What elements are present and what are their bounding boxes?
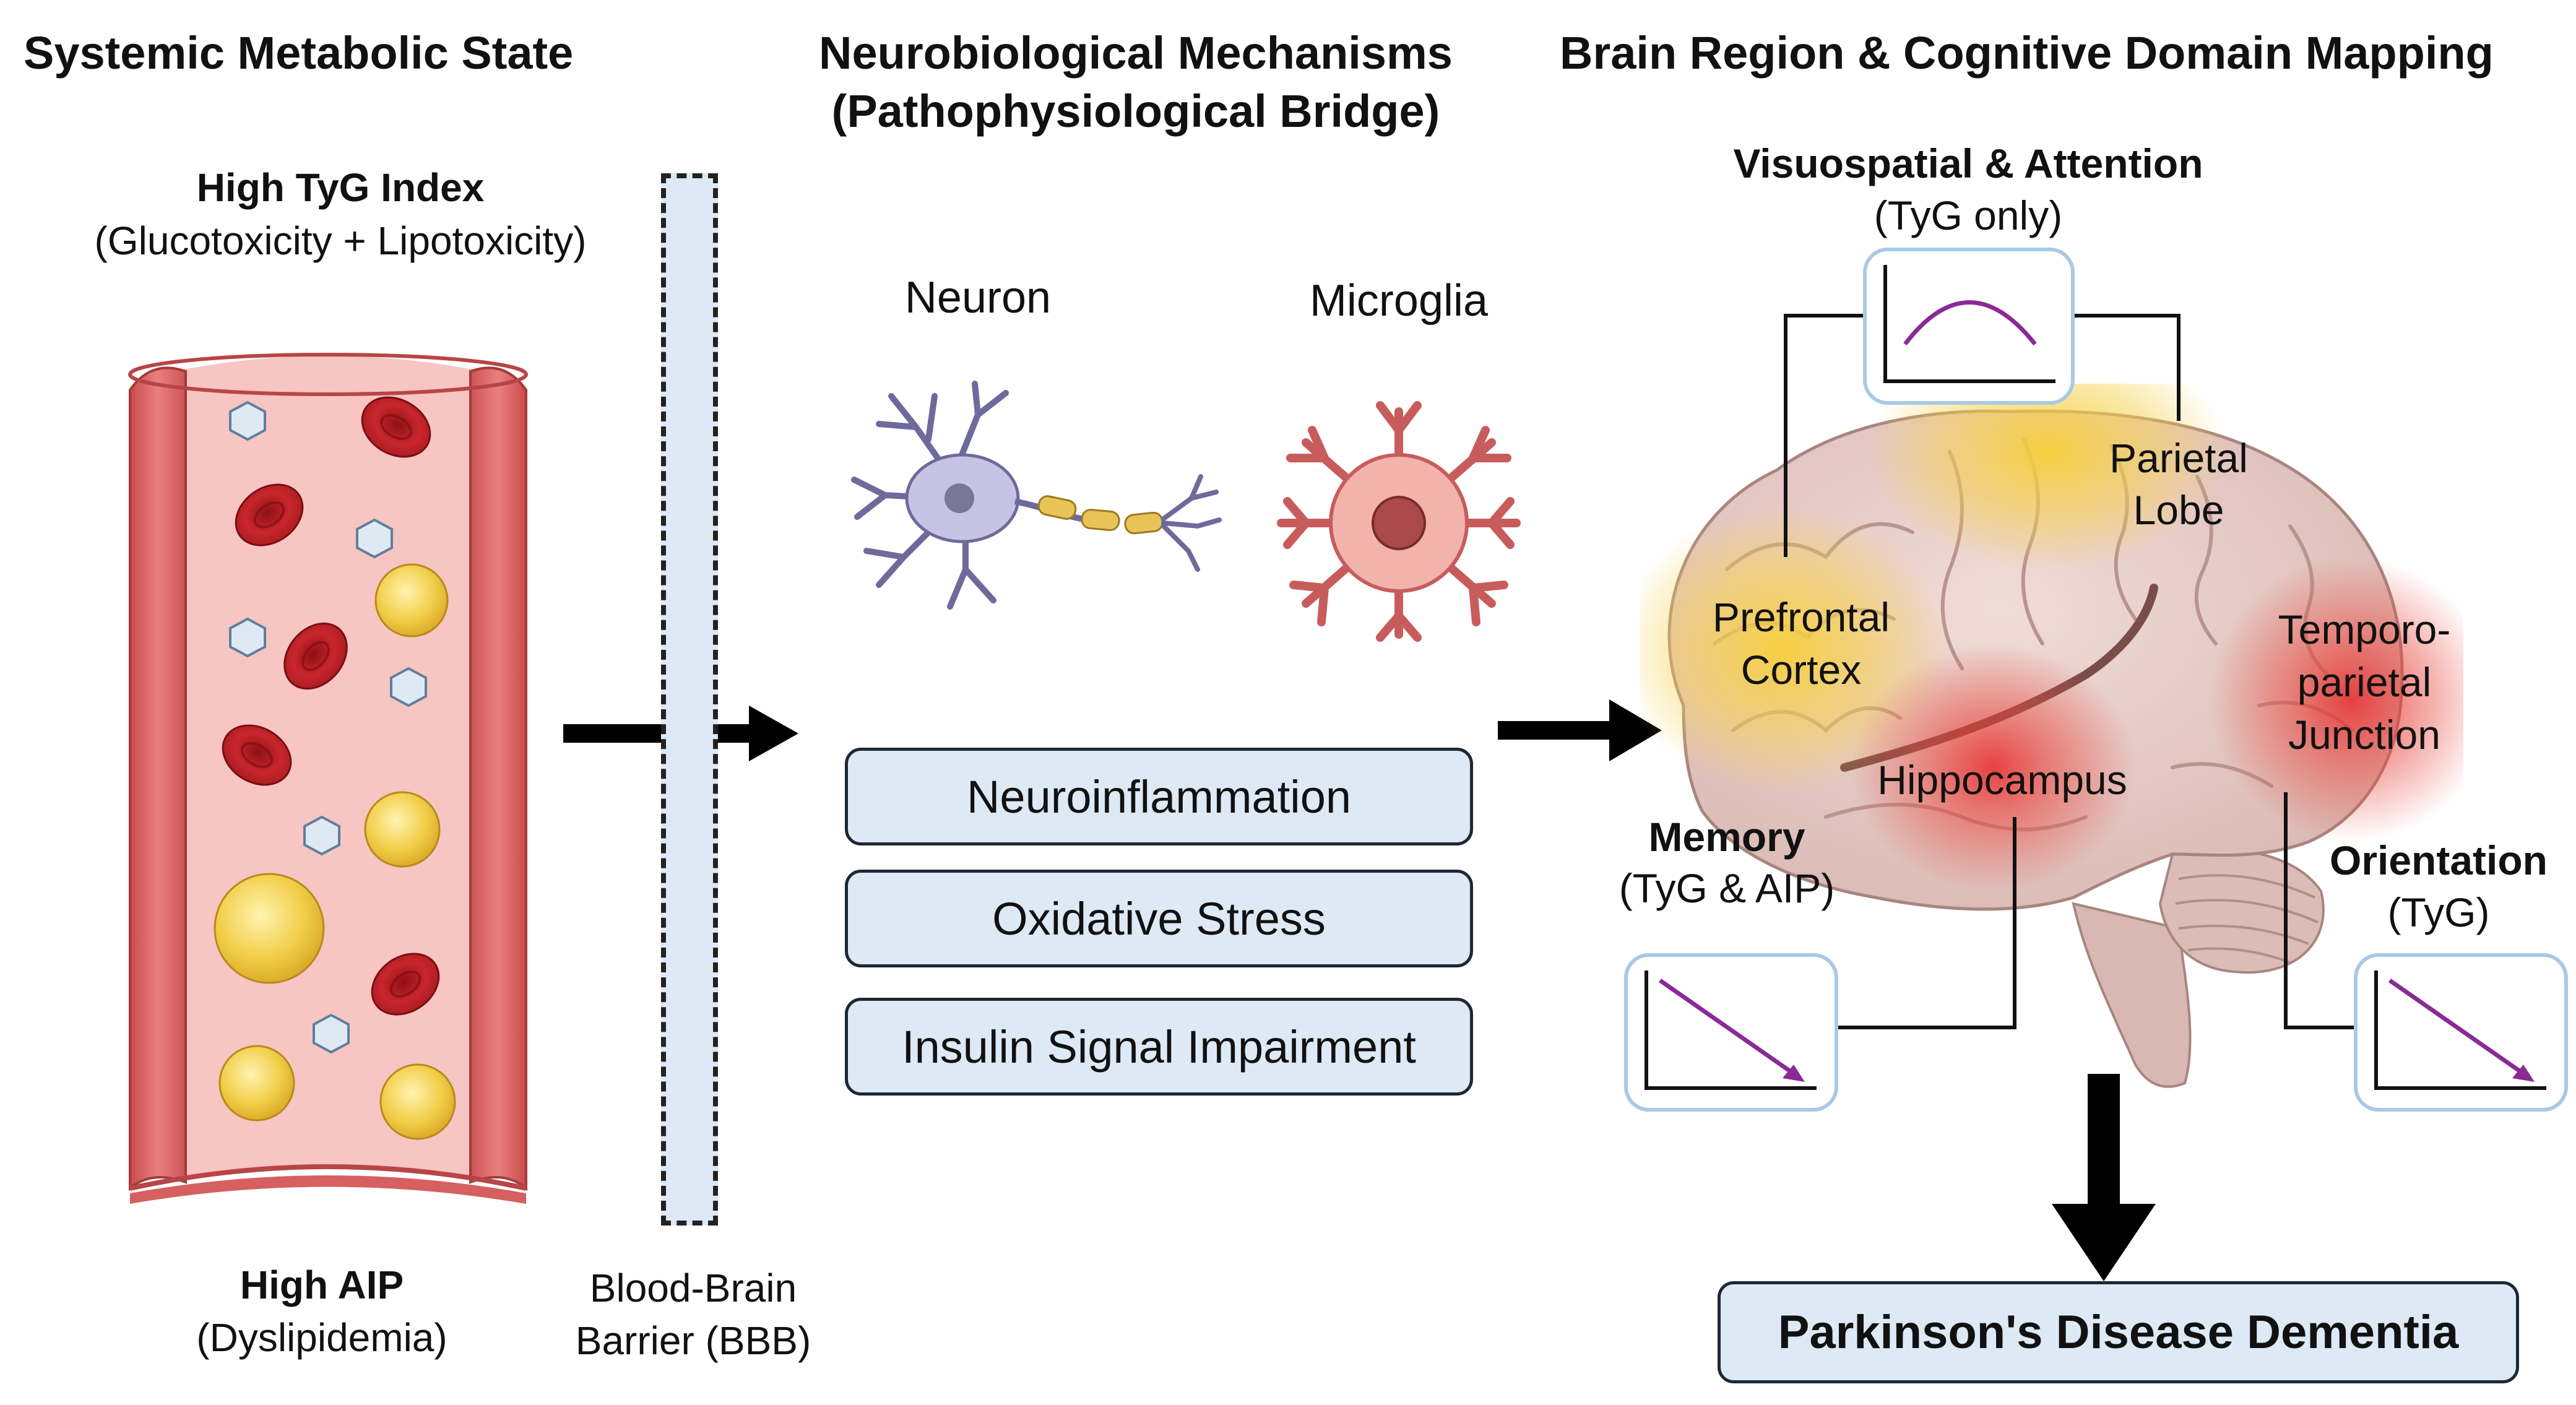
decreasing-line [1658, 979, 1797, 1076]
aip-title: High AIP [240, 1263, 404, 1307]
microglia-illustration [1277, 401, 1521, 642]
mechanism-oxidative-stress: Oxidative Stress [845, 870, 1473, 967]
orientation-trend-plot [2354, 953, 2568, 1112]
region-parietal-line2: Lobe [2133, 487, 2224, 533]
neuron-label: Neuron [904, 273, 1052, 322]
microglia-label: Microglia [1309, 276, 1489, 326]
mechanism-insulin-signal: Insulin Signal Impairment [845, 998, 1473, 1096]
domain-visuospatial-title: Visuospatial & Attention [1733, 140, 2203, 186]
header-brain-mapping: Brain Region & Cognitive Domain Mapping [1560, 27, 2494, 79]
bbb-label-line1: Blood-Brain [589, 1266, 797, 1310]
region-parietal-line1: Parietal [2109, 435, 2248, 481]
aip-subtitle: (Dyslipidemia) [196, 1315, 447, 1360]
header-mechanisms-line2: (Pathophysiological Bridge) [831, 85, 1440, 137]
visuospatial-trend-plot [1863, 248, 2075, 405]
outcome-pdd-box: Parkinson's Disease Dementia [1718, 1281, 2519, 1383]
region-prefrontal-line2: Cortex [1740, 647, 1862, 693]
outcome-label: Parkinson's Disease Dementia [1778, 1306, 2459, 1359]
decreasing-line [2388, 979, 2526, 1076]
bbb-label-line2: Barrier (BBB) [575, 1318, 811, 1363]
mechanism-label: Oxidative Stress [992, 893, 1326, 945]
brain-illustration [1640, 384, 2463, 1088]
region-temporoparietal-line1: Temporo- [2278, 607, 2451, 652]
inverted-u-curve [1903, 300, 2037, 346]
region-temporoparietal-line2: parietal [2297, 659, 2432, 705]
arrow-to-brain [1498, 699, 1662, 761]
blood-brain-barrier [661, 173, 718, 1226]
tyg-subtitle: (Glucotoxicity + Lipotoxicity) [94, 218, 587, 263]
domain-orientation-title: Orientation [2329, 837, 2548, 883]
mechanism-neuroinflammation: Neuroinflammation [845, 748, 1473, 845]
domain-visuospatial-subtitle: (TyG only) [1874, 192, 2063, 238]
mechanism-label: Insulin Signal Impairment [902, 1021, 1416, 1073]
blood-vessel-illustration [128, 353, 528, 1204]
region-hippocampus: Hippocampus [1877, 757, 2127, 803]
domain-orientation-subtitle: (TyG) [2387, 889, 2490, 935]
header-systemic-state: Systemic Metabolic State [24, 27, 574, 79]
region-temporoparietal-line3: Junction [2288, 712, 2440, 758]
memory-trend-plot [1624, 953, 1838, 1112]
mechanism-label: Neuroinflammation [966, 771, 1352, 823]
domain-memory-subtitle: (TyG & AIP) [1619, 865, 1835, 911]
tyg-title: High TyG Index [196, 165, 485, 210]
domain-memory-title: Memory [1648, 814, 1805, 860]
header-mechanisms-line1: Neurobiological Mechanisms [819, 27, 1453, 79]
region-prefrontal-line1: Prefrontal [1712, 594, 1890, 640]
neuron-illustration [851, 381, 1222, 610]
